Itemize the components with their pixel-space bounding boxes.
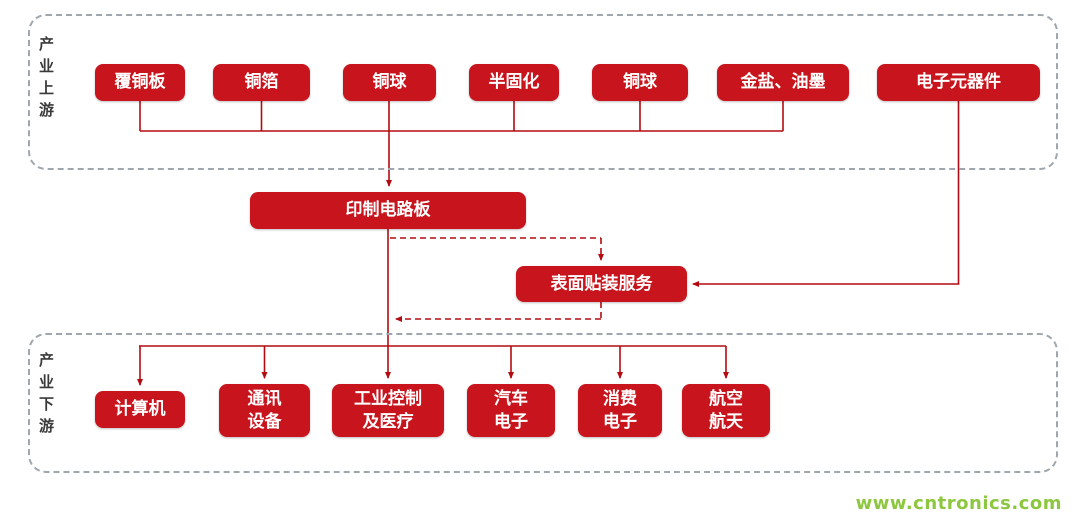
node-automotive-electronics: 汽车 电子: [467, 384, 555, 437]
upstream-zone: [28, 14, 1058, 170]
node-electronic-components: 电子元器件: [877, 64, 1040, 101]
node-copper-foil: 铜箔: [213, 64, 310, 101]
node-aerospace: 航空 航天: [682, 384, 770, 437]
watermark: www.cntronics.com: [855, 493, 1062, 514]
node-computer: 计算机: [95, 391, 185, 428]
node-prepreg: 半固化: [469, 64, 559, 101]
node-industrial-control-medical: 工业控制 及医疗: [332, 384, 444, 437]
node-gold-salt-ink: 金盐、油墨: [717, 64, 849, 101]
node-communication-equipment: 通讯 设备: [219, 384, 310, 437]
upstream-zone-label: 产业上游: [37, 36, 55, 124]
node-smt-service: 表面贴装服务: [516, 266, 687, 302]
node-pcb: 印制电路板: [250, 192, 526, 229]
node-consumer-electronics: 消费 电子: [578, 384, 662, 437]
downstream-zone: [28, 333, 1058, 473]
node-copper-ball-2: 铜球: [592, 64, 688, 101]
node-copper-ball-1: 铜球: [343, 64, 436, 101]
node-copper-clad-laminate: 覆铜板: [95, 64, 185, 101]
downstream-zone-label: 产业下游: [37, 352, 55, 440]
